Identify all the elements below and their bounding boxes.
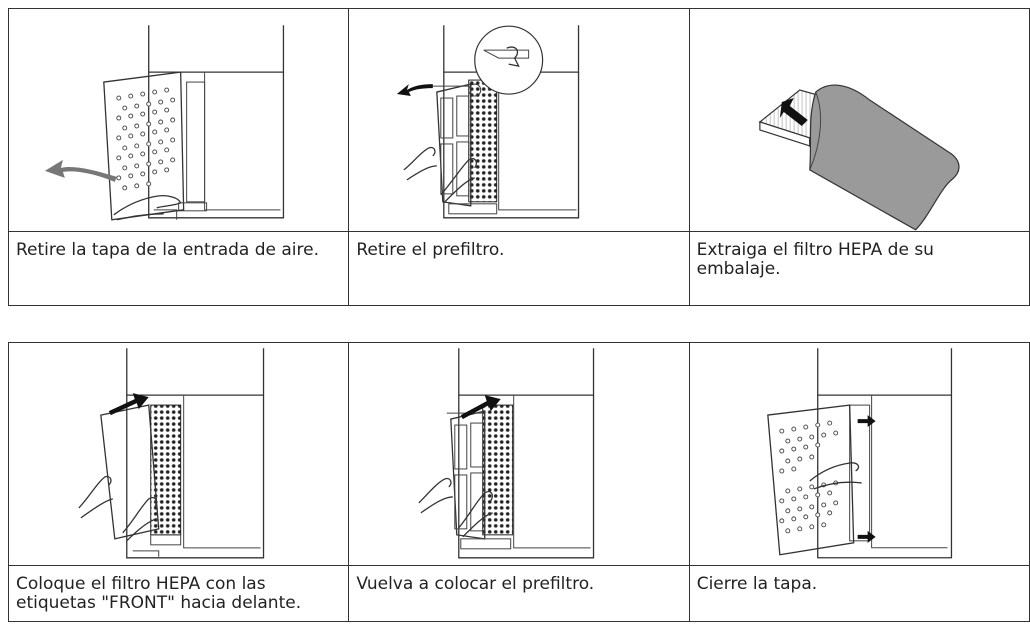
- pull-arrow-icon: [779, 98, 808, 126]
- curved-arrow-icon: [44, 159, 117, 182]
- step-3-caption: Extraiga el filtro HEPA de su embalaje.: [688, 231, 1030, 306]
- step-2-illustration: [348, 8, 690, 232]
- step-4-illustration: [7, 342, 350, 566]
- step-6-illustration: [688, 342, 1030, 566]
- step-3-illustration: [688, 8, 1030, 232]
- remove-cover-illustration: [44, 25, 285, 221]
- step-1-caption: Retire la tapa de la entrada de aire.: [7, 231, 350, 306]
- step-5-caption: Vuelva a colocar el prefiltro.: [348, 565, 690, 622]
- push-arrow-icon: [461, 395, 502, 420]
- small-arrow-icon: [857, 530, 876, 543]
- remove-prefilter-illustration: [397, 25, 580, 219]
- step-2-caption: Retire el prefiltro.: [348, 231, 690, 306]
- packaging-bag: [808, 84, 960, 231]
- close-cover-illustration: [766, 348, 952, 559]
- replace-prefilter-illustration: [418, 348, 595, 559]
- steps-table-row-2: Coloque el filtro HEPA con las etiquetas…: [7, 342, 1030, 622]
- insert-hepa-illustration: [78, 348, 265, 559]
- cover-perforations: [779, 420, 838, 534]
- unpack-hepa-illustration: [758, 84, 960, 231]
- step-6-caption: Cierre la tapa.: [688, 565, 1030, 622]
- step-5-illustration: [348, 342, 690, 566]
- zoom-detail-circle: [474, 25, 544, 95]
- curved-arrow-icon: [397, 84, 434, 97]
- push-arrow-icon: [108, 393, 149, 416]
- step-4-caption: Coloque el filtro HEPA con las etiquetas…: [7, 565, 350, 622]
- step-1-illustration: [7, 8, 350, 232]
- small-arrow-icon: [857, 415, 876, 428]
- cover-perforations: [116, 87, 176, 191]
- steps-table-row-1: Retire la tapa de la entrada de aire. Re…: [7, 8, 1030, 306]
